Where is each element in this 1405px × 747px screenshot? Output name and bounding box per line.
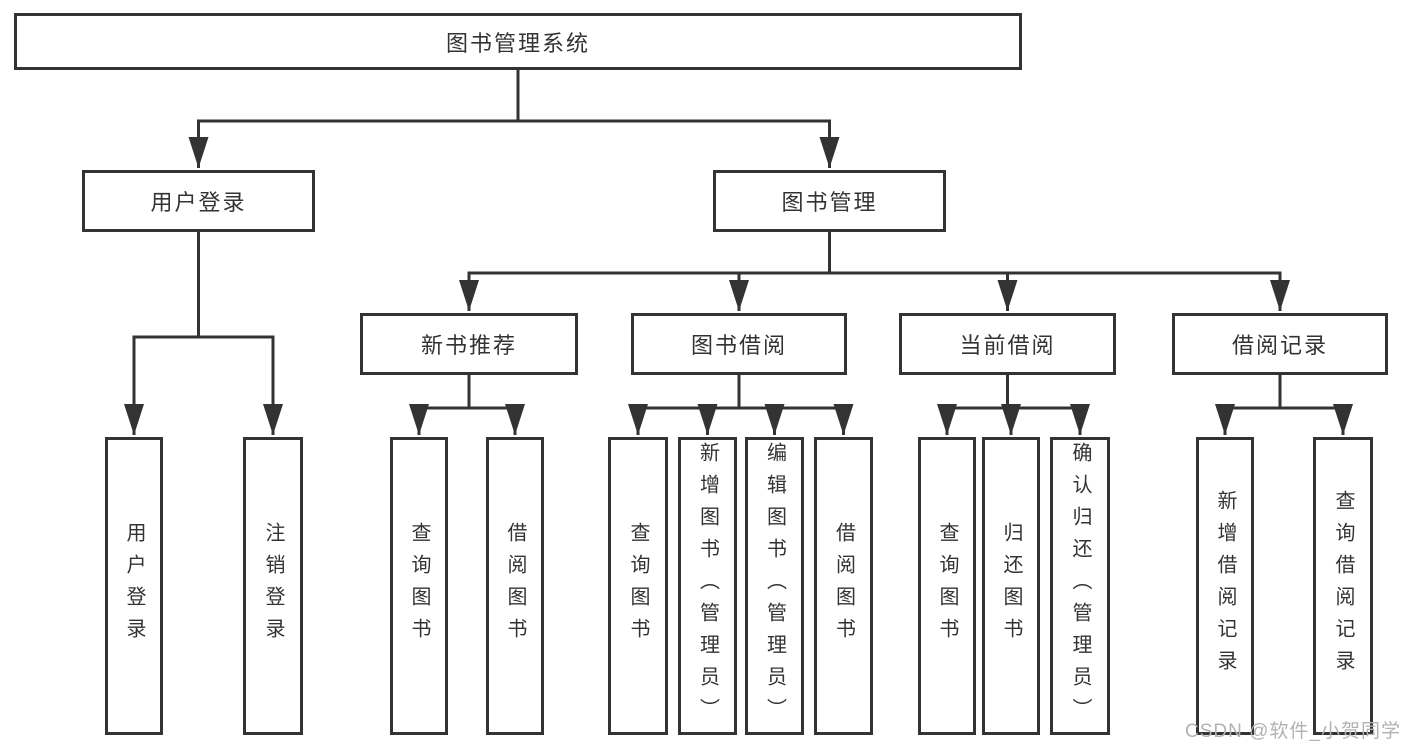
leaf-user-login: 用户登录 <box>105 437 163 735</box>
node-new-book-recommend: 新书推荐 <box>360 313 578 375</box>
leaf-add-borrow-record: 新增借阅记录 <box>1196 437 1254 735</box>
node-current-borrowing: 当前借阅 <box>899 313 1116 375</box>
node-label: 归还图书 <box>1000 522 1022 650</box>
node-label: 新增借阅记录 <box>1214 490 1236 682</box>
node-root-system: 图书管理系统 <box>14 13 1022 70</box>
leaf-return-books: 归还图书 <box>982 437 1040 735</box>
leaf-add-books-admin: 新增图书（管理员） <box>678 437 737 735</box>
node-label: 图书管理系统 <box>445 30 590 56</box>
node-label: 借阅图书 <box>832 522 855 650</box>
node-user-login-branch: 用户登录 <box>82 170 315 232</box>
leaf-edit-books-admin: 编辑图书（管理员） <box>745 437 804 735</box>
node-label: 查询图书 <box>627 522 649 650</box>
node-label: 编辑图书（管理员） <box>763 442 786 730</box>
node-label: 借阅图书 <box>504 522 526 650</box>
node-label: 查询图书 <box>936 522 958 650</box>
leaf-query-books-recommend: 查询图书 <box>390 437 448 735</box>
leaf-confirm-return-admin: 确认归还（管理员） <box>1050 437 1110 735</box>
node-borrowing-records: 借阅记录 <box>1172 313 1388 375</box>
node-label: 用户登录 <box>123 522 145 650</box>
leaf-borrow-books-borrowing: 借阅图书 <box>814 437 873 735</box>
node-label: 当前借阅 <box>959 333 1056 358</box>
node-label: 新增图书（管理员） <box>696 442 719 730</box>
node-label: 注销登录 <box>262 522 284 650</box>
node-label: 图书管理 <box>781 190 878 215</box>
node-label: 查询图书 <box>408 522 430 650</box>
node-label: 查询借阅记录 <box>1332 490 1354 682</box>
leaf-query-books-borrowing: 查询图书 <box>608 437 668 735</box>
node-book-borrowing: 图书借阅 <box>631 313 847 375</box>
node-label: 确认归还（管理员） <box>1069 442 1091 730</box>
leaf-borrow-books-recommend: 借阅图书 <box>486 437 544 735</box>
node-book-management-branch: 图书管理 <box>713 170 946 232</box>
leaf-query-borrow-record: 查询借阅记录 <box>1313 437 1373 735</box>
leaf-logout-login: 注销登录 <box>243 437 303 735</box>
node-label: 新书推荐 <box>420 333 517 358</box>
node-label: 图书借阅 <box>690 333 787 358</box>
leaf-query-books-current: 查询图书 <box>918 437 976 735</box>
node-label: 用户登录 <box>150 190 247 215</box>
csdn-watermark: CSDN @软件_小贺同学 <box>1185 721 1401 742</box>
node-label: 借阅记录 <box>1231 333 1328 358</box>
